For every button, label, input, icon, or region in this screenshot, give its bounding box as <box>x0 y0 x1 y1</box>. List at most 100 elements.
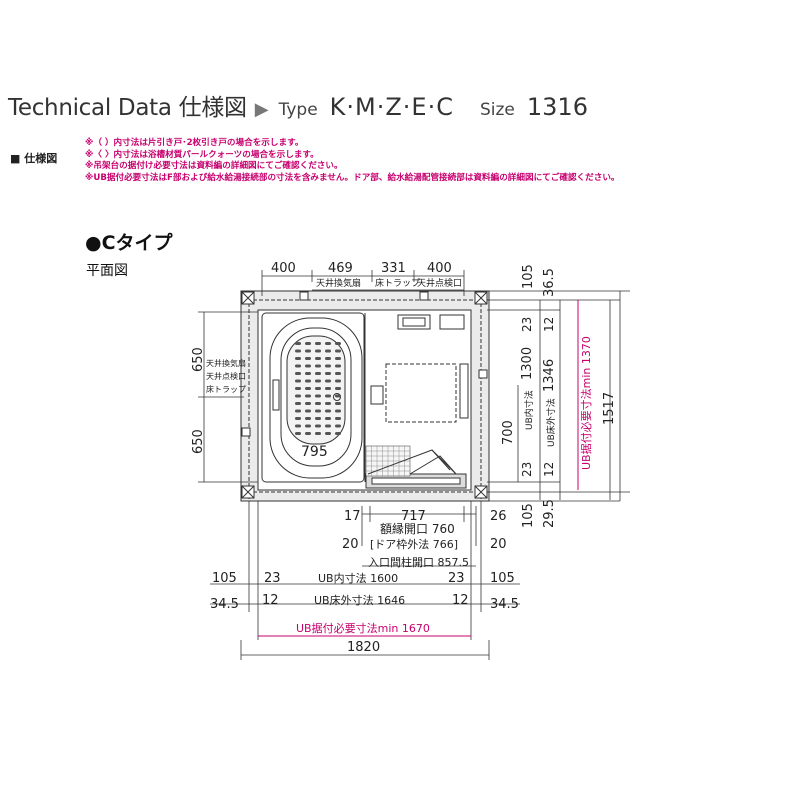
dim-b-105a: 105 <box>212 571 237 586</box>
interior-fixtures <box>364 313 469 489</box>
dim-r-1300: 1300 <box>520 347 535 380</box>
tub-dot <box>295 349 301 353</box>
tub-dot <box>325 342 331 345</box>
tub-dot <box>335 357 341 360</box>
dim-b-23a: 23 <box>264 571 281 586</box>
dim-b-105b: 105 <box>490 571 515 586</box>
dim-top-400b: 400 <box>427 261 452 276</box>
dim-b-1820: 1820 <box>347 640 380 655</box>
tub-dot <box>315 349 321 353</box>
tub-dot <box>315 372 321 375</box>
dim-top-469: 469 <box>328 261 353 276</box>
tub-dot <box>335 349 341 353</box>
label-r-ub-req: UB据付必要寸法min 1370 <box>579 336 593 470</box>
dim-r-23b: 23 <box>520 462 534 477</box>
tub-dot <box>325 364 331 368</box>
tub-dot <box>325 417 331 420</box>
label-r-ub-floor: UB床外寸法 <box>545 398 557 447</box>
tub-dot <box>305 409 311 413</box>
tub-dot <box>315 357 321 360</box>
tub-dot <box>315 364 321 368</box>
dim-b-20a: 20 <box>342 537 359 552</box>
note-4: ※UB据付必要寸法はF部および給水給湯接続部の寸法を含みません。ドア部、給水給湯… <box>85 172 620 183</box>
left-label-3: 床トラップ <box>206 384 246 394</box>
tub-dot <box>335 387 341 390</box>
tub-dot <box>315 409 321 413</box>
dim-r-1346: 1346 <box>542 359 557 392</box>
note-1: ※（ ）内寸法は片引き戸･2枚引き戸の場合を示します。 <box>85 138 304 148</box>
header-type-value: K·M·Z·E·C <box>329 93 454 121</box>
dim-b-20b: 20 <box>490 537 507 552</box>
dim-b-ub-inner: UB内寸法 1600 <box>318 571 398 585</box>
header: Technical Data 仕様図 ▶ Type K·M·Z·E·C Size… <box>8 88 588 128</box>
dim-left-650a: 650 <box>191 347 206 372</box>
label-r-ub-inner: UB内寸法 <box>523 390 535 430</box>
dim-r-23a: 23 <box>520 317 534 332</box>
header-arrow-icon: ▶ <box>254 99 269 120</box>
tub-dot <box>325 409 331 413</box>
tub-dot <box>295 357 301 360</box>
tub-dot <box>325 357 331 360</box>
tub-dot <box>325 432 331 435</box>
tub-dot <box>305 364 311 368</box>
tub-dot <box>295 402 301 405</box>
tub-dot <box>315 402 321 405</box>
tub-width-795: 795 <box>301 444 328 460</box>
right-dimension-lines <box>487 291 630 502</box>
tub-dot <box>295 387 301 390</box>
tub-dot <box>335 424 341 428</box>
dim-b-ub-req: UB据付必要寸法min 1670 <box>296 621 430 635</box>
section-title: ●Cタイプ <box>85 232 173 254</box>
tub-dot <box>335 409 341 413</box>
header-size-value: 1316 <box>526 93 588 121</box>
dim-left-650b: 650 <box>191 429 206 454</box>
dim-b-entrance: 入口間柱開口 857.5 <box>368 555 469 569</box>
tub-dot <box>295 432 301 435</box>
tub-dot <box>315 394 321 398</box>
tub-dot <box>295 394 301 398</box>
dim-top-105: 105 <box>521 264 536 289</box>
bottom-dimension-lines <box>210 501 520 660</box>
notes: ※（ ）内寸法は片引き戸･2枚引き戸の場合を示します。 ※〈 〉内寸法は浴槽材質… <box>85 138 620 184</box>
tub-dot <box>305 394 311 398</box>
dim-r-12a: 12 <box>542 317 556 332</box>
dim-b-ub-floor: UB床外寸法 1646 <box>314 593 405 607</box>
tub-dot <box>325 402 331 405</box>
label-yuka-trap: 床トラップ <box>375 277 420 289</box>
tub-dot <box>305 342 311 345</box>
header-size-label: Size <box>479 100 515 120</box>
tub-dot <box>305 349 311 353</box>
header-type-label: Type <box>278 100 318 120</box>
door-swing <box>367 449 457 475</box>
tub-dot <box>315 387 321 390</box>
dim-b-34-5a: 34.5 <box>210 597 239 612</box>
tub-dot <box>295 364 301 368</box>
dim-top-36-5: 36.5 <box>542 268 557 297</box>
dim-r-105: 105 <box>521 503 536 528</box>
label-tenjou-kanki: 天井換気扇 <box>316 277 361 289</box>
tub-dot <box>295 424 301 428</box>
tub-dot <box>295 409 301 413</box>
corner-posts <box>241 291 488 499</box>
tub-dot <box>325 394 331 398</box>
label-tenjou-tenken: 天井点検口 <box>417 277 462 289</box>
tub-dot <box>295 379 301 383</box>
tub-dot <box>305 432 311 435</box>
left-label-1: 天井換気扇 <box>206 358 246 368</box>
tub-dot <box>325 387 331 390</box>
top-dimension-lines <box>261 270 630 301</box>
dim-b-34-5b: 34.5 <box>490 597 519 612</box>
dim-b-26: 26 <box>490 509 507 524</box>
tub-dot <box>335 394 341 398</box>
tub-dot <box>315 417 321 420</box>
tub-dot <box>315 342 321 345</box>
tub-dot <box>325 349 331 353</box>
tub-dot <box>325 379 331 383</box>
subtitle: 平面図 <box>86 263 128 279</box>
tub-dot <box>305 372 311 375</box>
tub-dot <box>325 372 331 375</box>
dim-b-door-frame: [ドア枠外法 766] <box>370 537 458 551</box>
tub-dot <box>305 402 311 405</box>
tub-dot <box>335 364 341 368</box>
